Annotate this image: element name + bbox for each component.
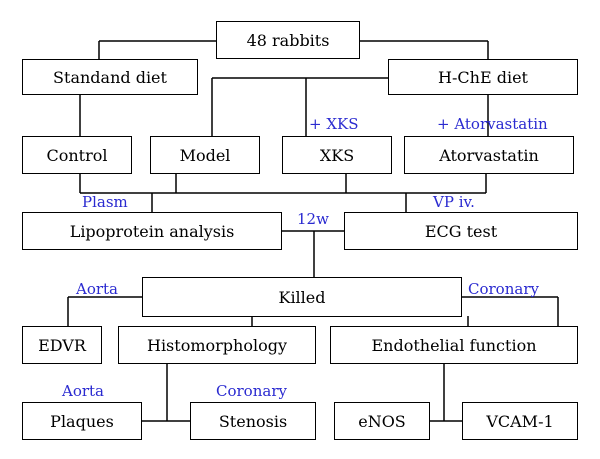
node-killed: Killed [142, 277, 462, 317]
node-vcam-1: VCAM-1 [462, 402, 578, 440]
node-xks: XKS [282, 136, 392, 174]
node-hche-diet: H-ChE diet [388, 59, 578, 95]
node-plaques: Plaques [22, 402, 142, 440]
node-enos: eNOS [334, 402, 430, 440]
label-aorta-bottom: Aorta [62, 382, 105, 400]
node-ecg-test: ECG test [344, 212, 578, 250]
node-endothelial-function: Endothelial function [330, 326, 578, 364]
node-lipoprotein-analysis: Lipoprotein analysis [22, 212, 282, 250]
label-12w: 12w [297, 210, 329, 228]
label-plasm: Plasm [82, 193, 128, 211]
label-coronary-bottom: Coronary [216, 382, 287, 400]
node-standard-diet: Standand diet [22, 59, 198, 95]
node-histomorphology: Histomorphology [118, 326, 316, 364]
label-coronary-top: Coronary [468, 280, 539, 298]
node-48-rabbits: 48 rabbits [216, 21, 360, 59]
node-atorvastatin: Atorvastatin [404, 136, 574, 174]
node-stenosis: Stenosis [190, 402, 316, 440]
label-plus-xks: + XKS [309, 115, 359, 133]
node-model: Model [150, 136, 260, 174]
node-edvr: EDVR [22, 326, 102, 364]
node-control: Control [22, 136, 132, 174]
label-aorta-top: Aorta [76, 280, 119, 298]
label-vp-iv: VP iv. [433, 193, 475, 211]
label-plus-atorvastatin: + Atorvastatin [437, 115, 548, 133]
